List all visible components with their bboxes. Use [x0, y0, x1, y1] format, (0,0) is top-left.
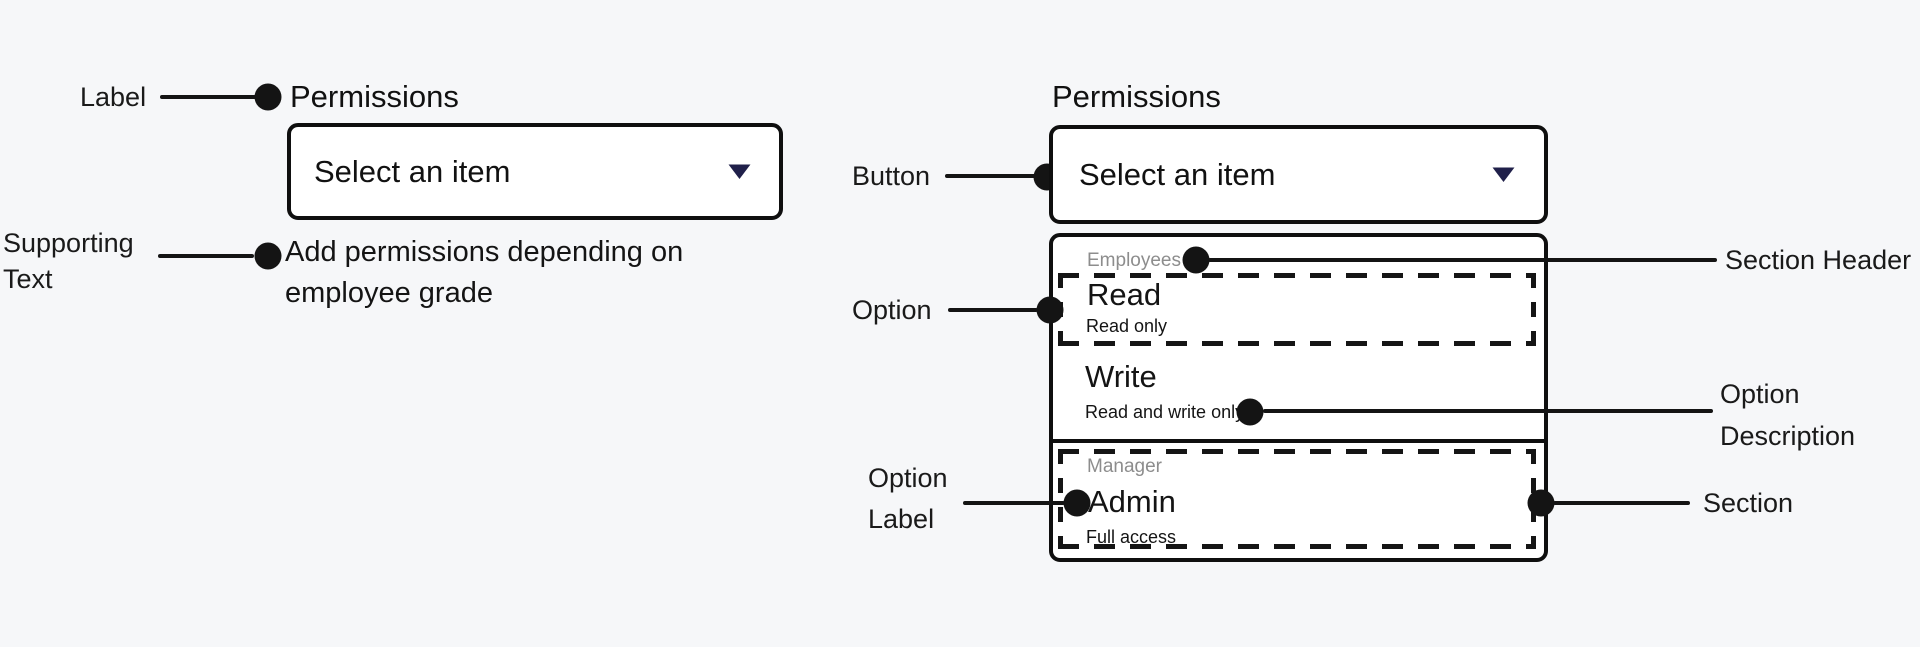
section-divider [1053, 439, 1544, 443]
chevron-down-icon [728, 164, 751, 179]
connector-line [945, 174, 1040, 178]
connector-dot [1236, 398, 1264, 426]
right-field-label: Permissions [1052, 79, 1221, 114]
button-annotation: Button [852, 161, 931, 191]
connector-line [1208, 258, 1717, 262]
option-description-annotation: Option Description [1720, 379, 1856, 451]
section-annotation: Section [1703, 488, 1794, 518]
left-select-placeholder: Select an item [314, 153, 511, 189]
connector-line [1553, 501, 1690, 505]
connector-dot [1527, 489, 1555, 517]
supporting-text-annotation: Supporting Text [3, 228, 134, 294]
section-header-employees: Employees [1087, 250, 1181, 271]
option-description: Full access [1086, 527, 1177, 547]
option-label: Admin [1088, 484, 1176, 519]
label-annotation: Label [80, 82, 147, 112]
connector-line [963, 501, 1065, 505]
left-field-label: Permissions [290, 79, 459, 114]
section-highlight-box [1058, 449, 1536, 549]
right-select-placeholder: Select an item [1079, 156, 1276, 192]
connector-dot [1036, 296, 1064, 324]
option-annotation: Option [852, 295, 932, 325]
option-label: Read [1087, 277, 1162, 312]
left-select-button[interactable]: Select an item [287, 123, 783, 220]
section-header-manager: Manager [1087, 456, 1162, 477]
option-description: Read only [1086, 316, 1168, 336]
option-description: Read and write only [1085, 402, 1245, 422]
connector-dot [254, 83, 282, 111]
dropdown-listbox: Employees Read Read only Write Read and … [1049, 233, 1548, 562]
connector-dot [254, 242, 282, 270]
connector-line [158, 254, 254, 258]
connector-dot [1063, 489, 1091, 517]
option-highlight-box [1058, 273, 1536, 346]
connector-line [160, 95, 258, 99]
section-header-annotation: Section Header [1725, 245, 1912, 275]
connector-dot [1182, 246, 1210, 274]
option-label: Write [1085, 359, 1157, 394]
option-label-annotation: Option Label [868, 463, 948, 534]
connector-line [948, 308, 1038, 312]
right-select-button[interactable]: Select an item [1049, 125, 1548, 224]
chevron-down-icon [1492, 167, 1515, 182]
connector-line [1263, 409, 1713, 413]
supporting-text: Add permissions depending on employee gr… [285, 236, 684, 309]
